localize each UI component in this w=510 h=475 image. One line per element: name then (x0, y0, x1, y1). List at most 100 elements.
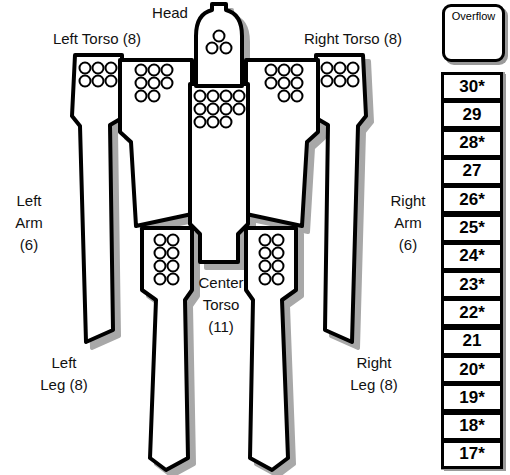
armor-pip (208, 91, 219, 102)
heat-box: 26* (441, 185, 503, 214)
heat-value: 21 (463, 331, 482, 351)
heat-box: 21 (441, 327, 503, 356)
box-title: Overflow (452, 10, 495, 22)
armor-pip (136, 78, 147, 89)
armor-pip (273, 274, 284, 285)
heat-box: 18* (441, 412, 503, 441)
heat-value: 30* (459, 77, 485, 97)
heat-value: 24* (459, 246, 485, 266)
armor-pip (335, 76, 346, 87)
heat-box: 27 (441, 157, 503, 186)
armor-pip (155, 235, 166, 246)
armor-pip (279, 78, 290, 89)
armor-pip (207, 43, 218, 54)
armor-pip (149, 65, 160, 76)
armor-pip (292, 78, 303, 89)
armor-pip (279, 65, 290, 76)
heat-box: 24* (441, 242, 503, 271)
armor-pips (80, 31, 359, 285)
armor-pip (260, 261, 271, 272)
armor-pip (273, 235, 284, 246)
armor-pip (214, 31, 225, 42)
armor-pip (195, 91, 206, 102)
heat-value: 28* (459, 133, 485, 153)
location-label: Center Torso (11) (190, 272, 252, 338)
armor-pip (260, 248, 271, 259)
track-shadow (441, 72, 505, 470)
armor-pip (195, 104, 206, 115)
armor-pip (168, 235, 179, 246)
armor-pip (348, 63, 359, 74)
armor-pip (266, 78, 277, 89)
heat-value: 27 (463, 161, 482, 181)
heat-value: 29 (463, 105, 482, 125)
armor-pip (273, 261, 284, 272)
heat-value: 23* (459, 275, 485, 295)
heat-box: 29 (441, 100, 503, 129)
heat-value: 17* (459, 444, 485, 464)
heat-box: 19* (441, 383, 503, 412)
overflow-box: Overflow (442, 4, 505, 62)
armor-pip (234, 91, 245, 102)
armor-pip (335, 63, 346, 74)
location-label: Left Arm (6) (6, 190, 52, 256)
armor-pip (155, 274, 166, 285)
location-label: Left Torso (8) (22, 28, 172, 50)
armor-pip (266, 65, 277, 76)
armor-pip (168, 248, 179, 259)
armor-pip (221, 117, 232, 128)
armor-pip (155, 248, 166, 259)
heat-box: 30* (441, 72, 503, 101)
armor-pip (106, 76, 117, 87)
location-label: Head (148, 2, 192, 24)
heat-box: 25* (441, 214, 503, 243)
armor-pip (322, 76, 333, 87)
location-label: Right Arm (6) (384, 190, 432, 256)
armor-pip (260, 274, 271, 285)
armor-pip (149, 91, 160, 102)
armor-pip (292, 65, 303, 76)
armor-pip (136, 65, 147, 76)
heat-box: 20* (441, 355, 503, 384)
location-label: Right Leg (8) (350, 352, 398, 396)
armor-pip (93, 63, 104, 74)
heat-value: 26* (459, 190, 485, 210)
armor-pip (162, 78, 173, 89)
armor-pip (195, 117, 206, 128)
heat-value: 20* (459, 360, 485, 380)
location-label: Right Torso (8) (278, 28, 428, 50)
armor-pip (322, 63, 333, 74)
armor-pip (168, 274, 179, 285)
heat-value: 25* (459, 218, 485, 238)
armor-pip (155, 261, 166, 272)
location-label: Left Leg (8) (40, 352, 88, 396)
armor-pip (234, 104, 245, 115)
armor-pip (93, 76, 104, 87)
armor-pip (348, 76, 359, 87)
heat-box: 23* (441, 270, 503, 299)
armor-pip (273, 248, 284, 259)
armor-pip (162, 65, 173, 76)
armor-pip (221, 104, 232, 115)
armor-pip (221, 43, 232, 54)
armor-pip (279, 91, 290, 102)
armor-pip (106, 63, 117, 74)
heat-box: 22* (441, 298, 503, 327)
heat-box: 28* (441, 129, 503, 158)
armor-pip (260, 235, 271, 246)
armor-pip (168, 261, 179, 272)
armor-pip (149, 78, 160, 89)
heat-box: 17* (441, 440, 503, 469)
heat-value: 22* (459, 303, 485, 323)
heat-value: 18* (459, 416, 485, 436)
armor-pip (221, 91, 232, 102)
armor-pip (136, 91, 147, 102)
armor-pip (80, 76, 91, 87)
armor-pip (208, 104, 219, 115)
heat-value: 19* (459, 388, 485, 408)
mech-outline (72, 4, 366, 470)
armor-pip (292, 91, 303, 102)
armor-pip (80, 63, 91, 74)
armor-pip (208, 117, 219, 128)
